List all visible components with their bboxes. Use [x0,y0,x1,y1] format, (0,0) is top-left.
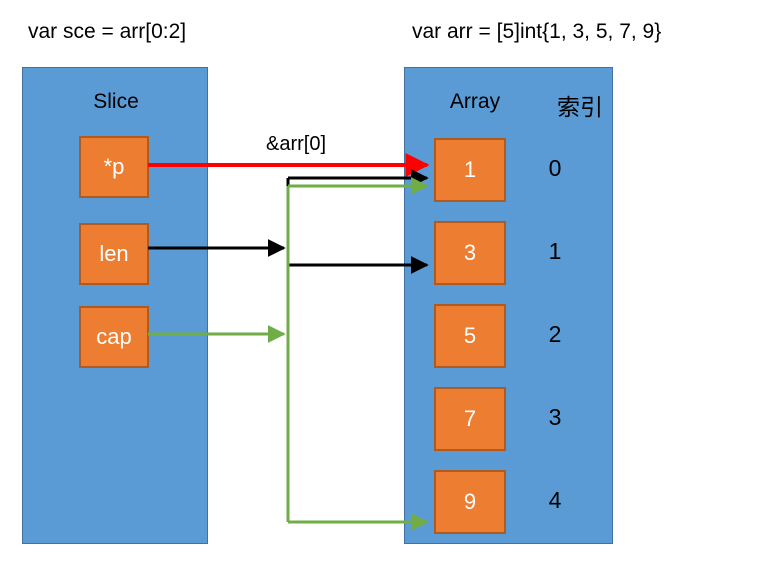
slice-field-cap-label: cap [96,324,132,349]
array-index-2: 2 [548,321,562,347]
array-index-3: 3 [548,404,562,430]
array-element-1: 3 [434,221,506,285]
array-element-0: 1 [434,138,506,202]
array-element-3: 7 [434,387,506,451]
slice-field-len: len [79,223,149,285]
slice-declaration-caption: var sce = arr[0:2] [28,20,187,43]
slice-field-len-label: len [99,241,129,266]
array-element-3-value: 7 [463,406,477,431]
array-panel: Array 索引 1 3 5 7 9 0 1 2 3 4 [404,67,613,544]
pointer-annotation-label: &arr[0] [266,133,327,155]
array-element-0-value: 1 [463,157,477,182]
array-index-1: 1 [548,238,562,264]
array-element-4: 9 [434,470,506,534]
slice-field-pointer: *p [79,136,149,198]
array-index-column-title: 索引 [557,94,603,120]
array-element-2: 5 [434,304,506,368]
array-declaration-caption: var arr = [5]int{1, 3, 5, 7, 9} [412,20,662,43]
array-panel-title: Array [449,90,501,113]
slice-field-pointer-label: *p [103,154,125,179]
array-element-2-value: 5 [463,323,477,348]
slice-field-cap: cap [79,306,149,368]
array-index-4: 4 [548,487,562,513]
array-element-1-value: 3 [463,240,477,265]
array-index-0: 0 [548,155,562,181]
slice-panel-title: Slice [93,90,139,113]
array-element-4-value: 9 [463,489,477,514]
slice-panel: Slice *p len cap [22,67,208,544]
